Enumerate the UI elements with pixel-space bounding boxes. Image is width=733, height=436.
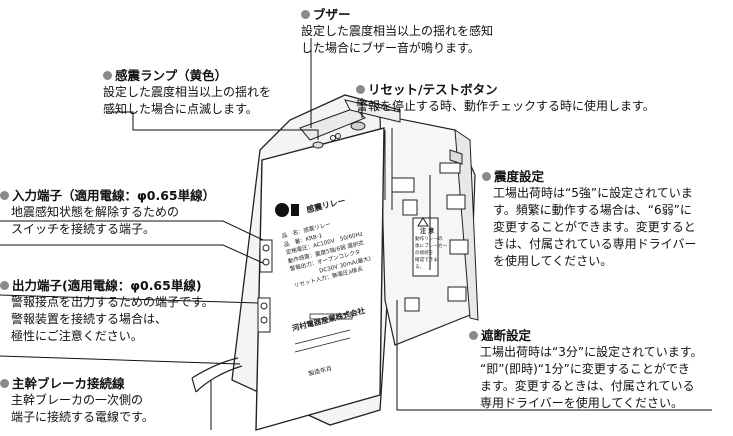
seismic-desc-line: 工場出荷時は“5強”に設定されていま xyxy=(493,186,693,200)
warning-line: 確認できま xyxy=(415,258,438,263)
reset-test-button[interactable] xyxy=(350,121,366,131)
nameplate-lines xyxy=(294,313,353,353)
bullet-icon xyxy=(469,331,478,340)
cutoff-desc-line: 専用ドライバーを使用してください。 xyxy=(480,396,684,410)
bullet-icon xyxy=(0,379,9,388)
output-desc-line: 極性にご注意ください。 xyxy=(11,329,143,343)
bullet-icon xyxy=(301,10,310,19)
bullet-icon xyxy=(482,172,491,181)
warning-line: る。 xyxy=(415,265,425,270)
lamp-title: 感震ランプ（黄色） xyxy=(115,68,228,83)
callout-title: 震度設定 xyxy=(482,168,696,185)
callout-input-terminal: 入力端子（適用電線：φ0.65単線） 地震感知状態を解除するための スイッチを接… xyxy=(0,187,215,238)
output-title: 出力端子(適用電線：φ0.65単線) xyxy=(12,278,202,293)
seismic-lamp xyxy=(312,141,324,149)
bullet-icon xyxy=(356,85,365,94)
input-terminal-block xyxy=(259,239,273,273)
cutoff-desc-line: 工場出荷時は“3分”に設定されています。 xyxy=(480,345,703,359)
callout-cutoff-setting: 遮断設定 工場出荷時は“3分”に設定されています。 “即”(即時)“1分”に変更… xyxy=(469,327,703,412)
callout-lamp: 感震ランプ（黄色） 設定した震度相当以上の揺れを 感知した場合に点滅します。 xyxy=(103,67,271,118)
warning-label xyxy=(412,217,439,277)
callout-title: ブザー xyxy=(301,6,493,23)
output-terminal-block xyxy=(257,297,271,333)
callout-breaker-wire: 主幹ブレーカ接続線 主幹ブレーカの一次側の 端子に接続する電線です。 xyxy=(0,375,154,426)
warning-line: 動作リレーの xyxy=(415,237,443,242)
input-desc-line: スイッチを接続する端子。 xyxy=(11,222,156,236)
seismic-desc-line: 変更することができます。変更すると xyxy=(493,220,696,234)
input-title: 入力端子（適用電線：φ0.65単線） xyxy=(12,188,216,203)
device-front-face xyxy=(255,127,385,431)
breaker-title: 主幹ブレーカ接続線 xyxy=(12,376,125,391)
warning-text: 動作リレーの 後にブレーカー の接続を 確認できま る。 xyxy=(415,236,447,271)
bullet-icon xyxy=(0,281,9,290)
buzzer-desc-line: 設定した震度相当以上の揺れを感知 xyxy=(301,24,494,38)
callout-reset: リセット/テストボタン 警報を停止する時、動作チェックする時に使用します。 xyxy=(356,81,655,115)
breaker-desc-line: 主幹ブレーカの一次側の xyxy=(11,393,144,407)
callout-buzzer: ブザー 設定した震度相当以上の揺れを感知 した場合にブザー音が鳴ります。 xyxy=(301,6,493,57)
leader-lines xyxy=(0,38,712,430)
buzzer-title: ブザー xyxy=(313,7,351,22)
seismic-setting-switch[interactable] xyxy=(402,199,418,216)
lamp-desc-line: 設定した震度相当以上の揺れを xyxy=(103,85,272,99)
maker-logo xyxy=(275,203,299,217)
callout-title: 主幹ブレーカ接続線 xyxy=(0,375,154,392)
cutoff-setting-switch[interactable] xyxy=(404,297,420,312)
warning-line: 後にブレーカー xyxy=(415,244,448,249)
buzzer-desc-line: した場合にブザー音が鳴ります。 xyxy=(301,41,480,55)
buzzer-grille xyxy=(330,133,341,141)
callout-title: 入力端子（適用電線：φ0.65単線） xyxy=(0,187,215,204)
warning-line: の接続を xyxy=(415,251,434,256)
din-mount xyxy=(379,114,479,346)
output-desc-line: 警報接点を出力するための端子です。 xyxy=(11,295,214,309)
breaker-desc-line: 端子に接続する電線です。 xyxy=(11,410,154,424)
output-desc-line: 警報装置を接続する場合は、 xyxy=(11,312,168,326)
bullet-icon xyxy=(0,191,9,200)
callout-title: 出力端子(適用電線：φ0.65単線) xyxy=(0,277,214,294)
breaker-wires xyxy=(191,357,243,393)
warning-title: 注 意 xyxy=(420,228,435,235)
seismic-desc-line: す。頻繁に動作する場合は、“6弱”に xyxy=(493,203,692,217)
cutoff-title: 遮断設定 xyxy=(481,328,532,343)
seismic-title: 震度設定 xyxy=(494,169,545,184)
cutoff-desc-line: ます。変更するときは、付属されている xyxy=(480,379,695,393)
cutoff-desc-line: “即”(即時)“1分”に変更することができ xyxy=(480,362,690,376)
input-desc-line: 地震感知状態を解除するための xyxy=(11,205,180,219)
callout-title: リセット/テストボタン xyxy=(356,81,655,98)
callout-seismic-setting: 震度設定 工場出荷時は“5強”に設定されていま す。頻繁に動作する場合は、“6弱… xyxy=(482,168,696,270)
bullet-icon xyxy=(103,71,112,80)
callout-title: 遮断設定 xyxy=(469,327,703,344)
callout-output-terminal: 出力端子(適用電線：φ0.65単線) 警報接点を出力するための端子です。 警報装… xyxy=(0,277,214,345)
lamp-desc-line: 感知した場合に点滅します。 xyxy=(103,102,258,116)
reset-title: リセット/テストボタン xyxy=(368,82,498,97)
top-ridges xyxy=(299,99,415,210)
callout-title: 感震ランプ（黄色） xyxy=(103,67,271,84)
seismic-desc-line: きは、付属されている専用ドライバー xyxy=(493,237,697,251)
reset-desc-line: 警報を停止する時、動作チェックする時に使用します。 xyxy=(356,99,655,113)
seismic-desc-line: を使用してください。 xyxy=(493,254,613,268)
